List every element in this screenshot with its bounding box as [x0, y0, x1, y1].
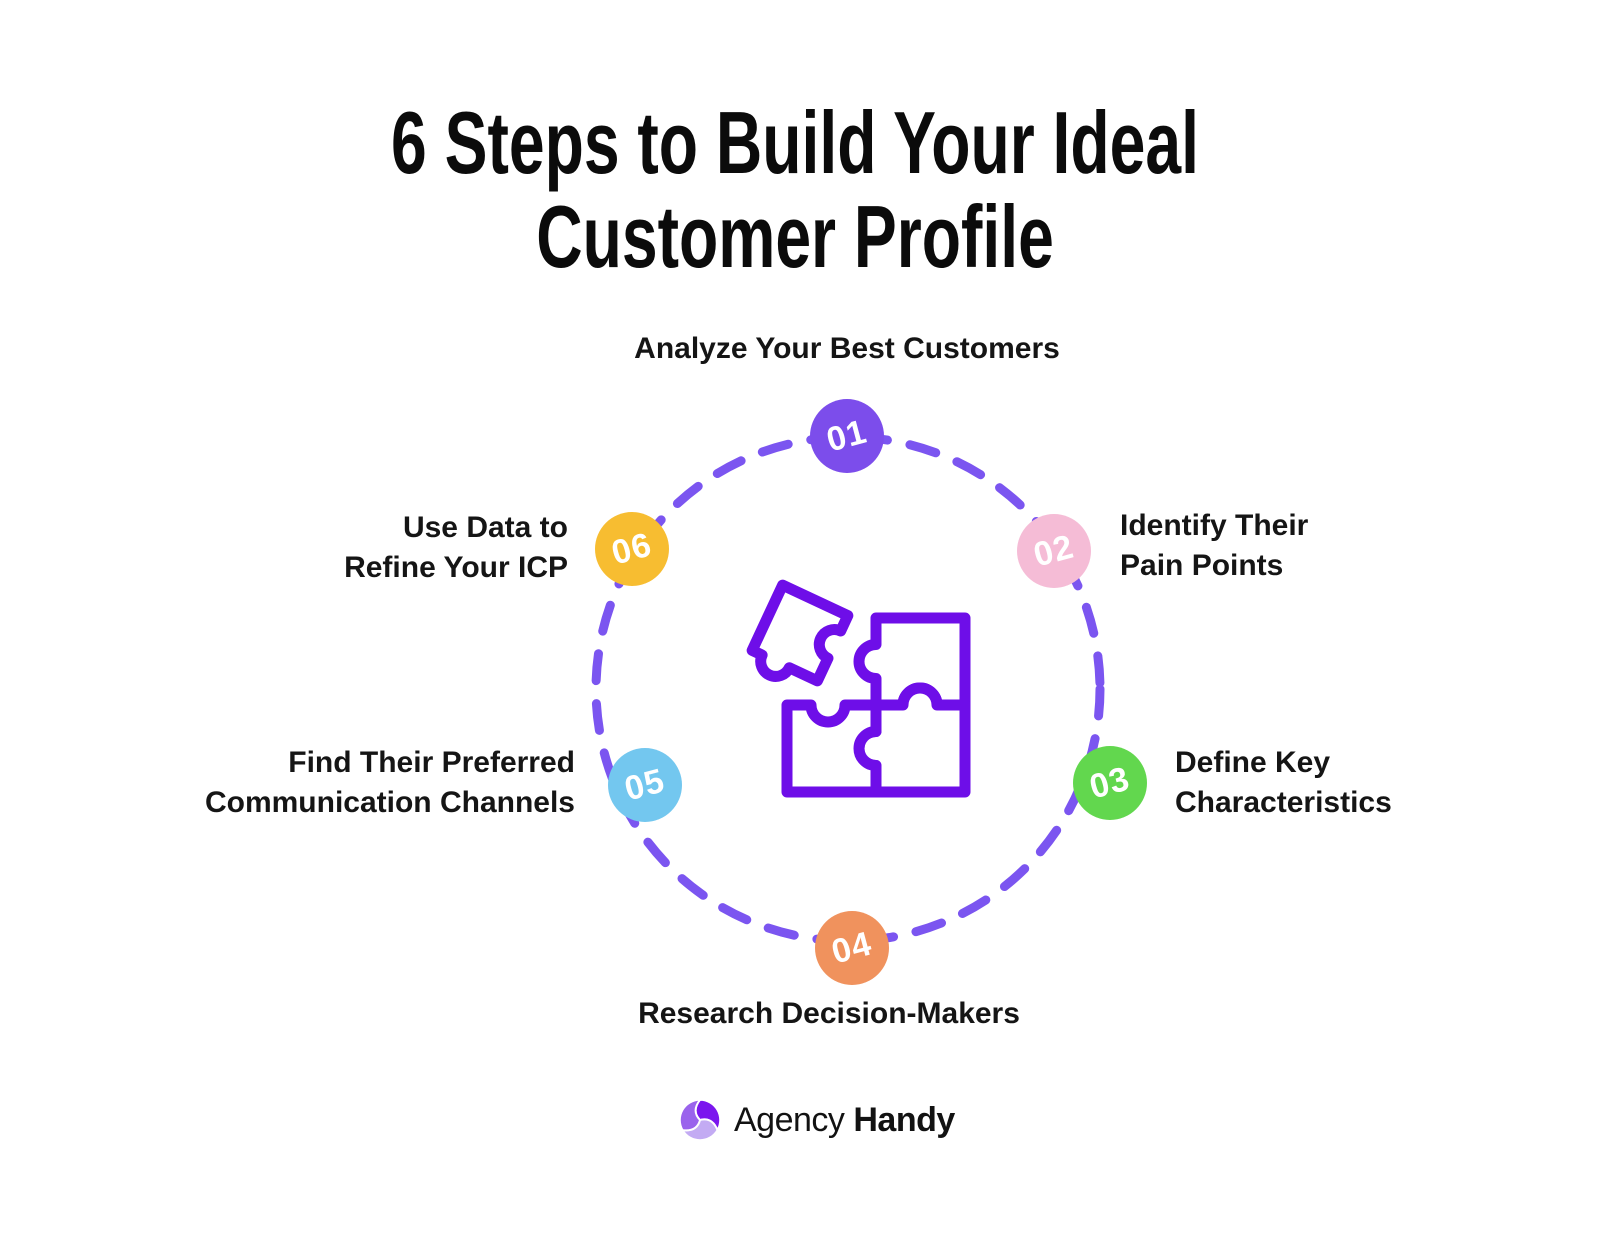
puzzle-pieces-group [746, 579, 971, 798]
step-number-05: 05 [620, 761, 670, 809]
step-badge-06: 06 [595, 512, 669, 586]
step-label-06: Use Data to Refine Your ICP [68, 508, 568, 588]
step-badge-03: 03 [1073, 746, 1147, 820]
step-label-01: Analyze Your Best Customers [447, 329, 1247, 369]
brand-name-regular: Agency [734, 1100, 845, 1139]
step-label-04: Research Decision-Makers [429, 994, 1229, 1034]
agency-handy-logo-icon [678, 1098, 722, 1142]
page-title-line2: Customer Profile [536, 187, 1054, 286]
step-label-03: Define Key Characteristics [1175, 743, 1392, 823]
step-number-01: 01 [822, 412, 872, 460]
step-label-01-line1: Analyze Your Best Customers [634, 332, 1060, 365]
page-title: 6 Steps to Build Your Ideal Customer Pro… [215, 96, 1376, 284]
step-label-04-line1: Research Decision-Makers [638, 997, 1020, 1030]
step-badge-04: 04 [815, 911, 889, 985]
step-label-06-line2: Refine Your ICP [344, 551, 568, 584]
step-number-03: 03 [1085, 759, 1135, 807]
brand-name-bold: Handy [853, 1100, 955, 1139]
puzzle-pieces-icon [746, 579, 971, 798]
step-label-03-line1: Define Key [1175, 746, 1331, 779]
step-badge-02: 02 [1017, 514, 1091, 588]
logo-segment-left [678, 1098, 702, 1132]
step-label-06-line1: Use Data to [402, 511, 568, 544]
step-label-05-line1: Find Their Preferred [288, 746, 575, 779]
page-title-line1: 6 Steps to Build Your Ideal [391, 93, 1199, 192]
step-label-03-line2: Characteristics [1175, 786, 1392, 819]
step-number-06: 06 [607, 525, 657, 573]
step-number-02: 02 [1029, 527, 1079, 575]
puzzle-piece-bottom-left [781, 699, 882, 798]
step-label-02-line1: Identify Their [1120, 509, 1309, 542]
step-number-04: 04 [827, 924, 877, 972]
step-label-05: Find Their Preferred Communication Chann… [75, 743, 575, 823]
brand-name: Agency Handy [734, 1101, 955, 1140]
step-badge-05: 05 [608, 748, 682, 822]
step-label-02: Identify Their Pain Points [1120, 506, 1308, 586]
puzzle-piece-detached [746, 579, 854, 687]
step-label-02-line2: Pain Points [1120, 549, 1284, 582]
step-label-05-line2: Communication Channels [204, 786, 575, 819]
brand-footer: Agency Handy [676, 1096, 955, 1144]
step-badge-01: 01 [810, 399, 884, 473]
